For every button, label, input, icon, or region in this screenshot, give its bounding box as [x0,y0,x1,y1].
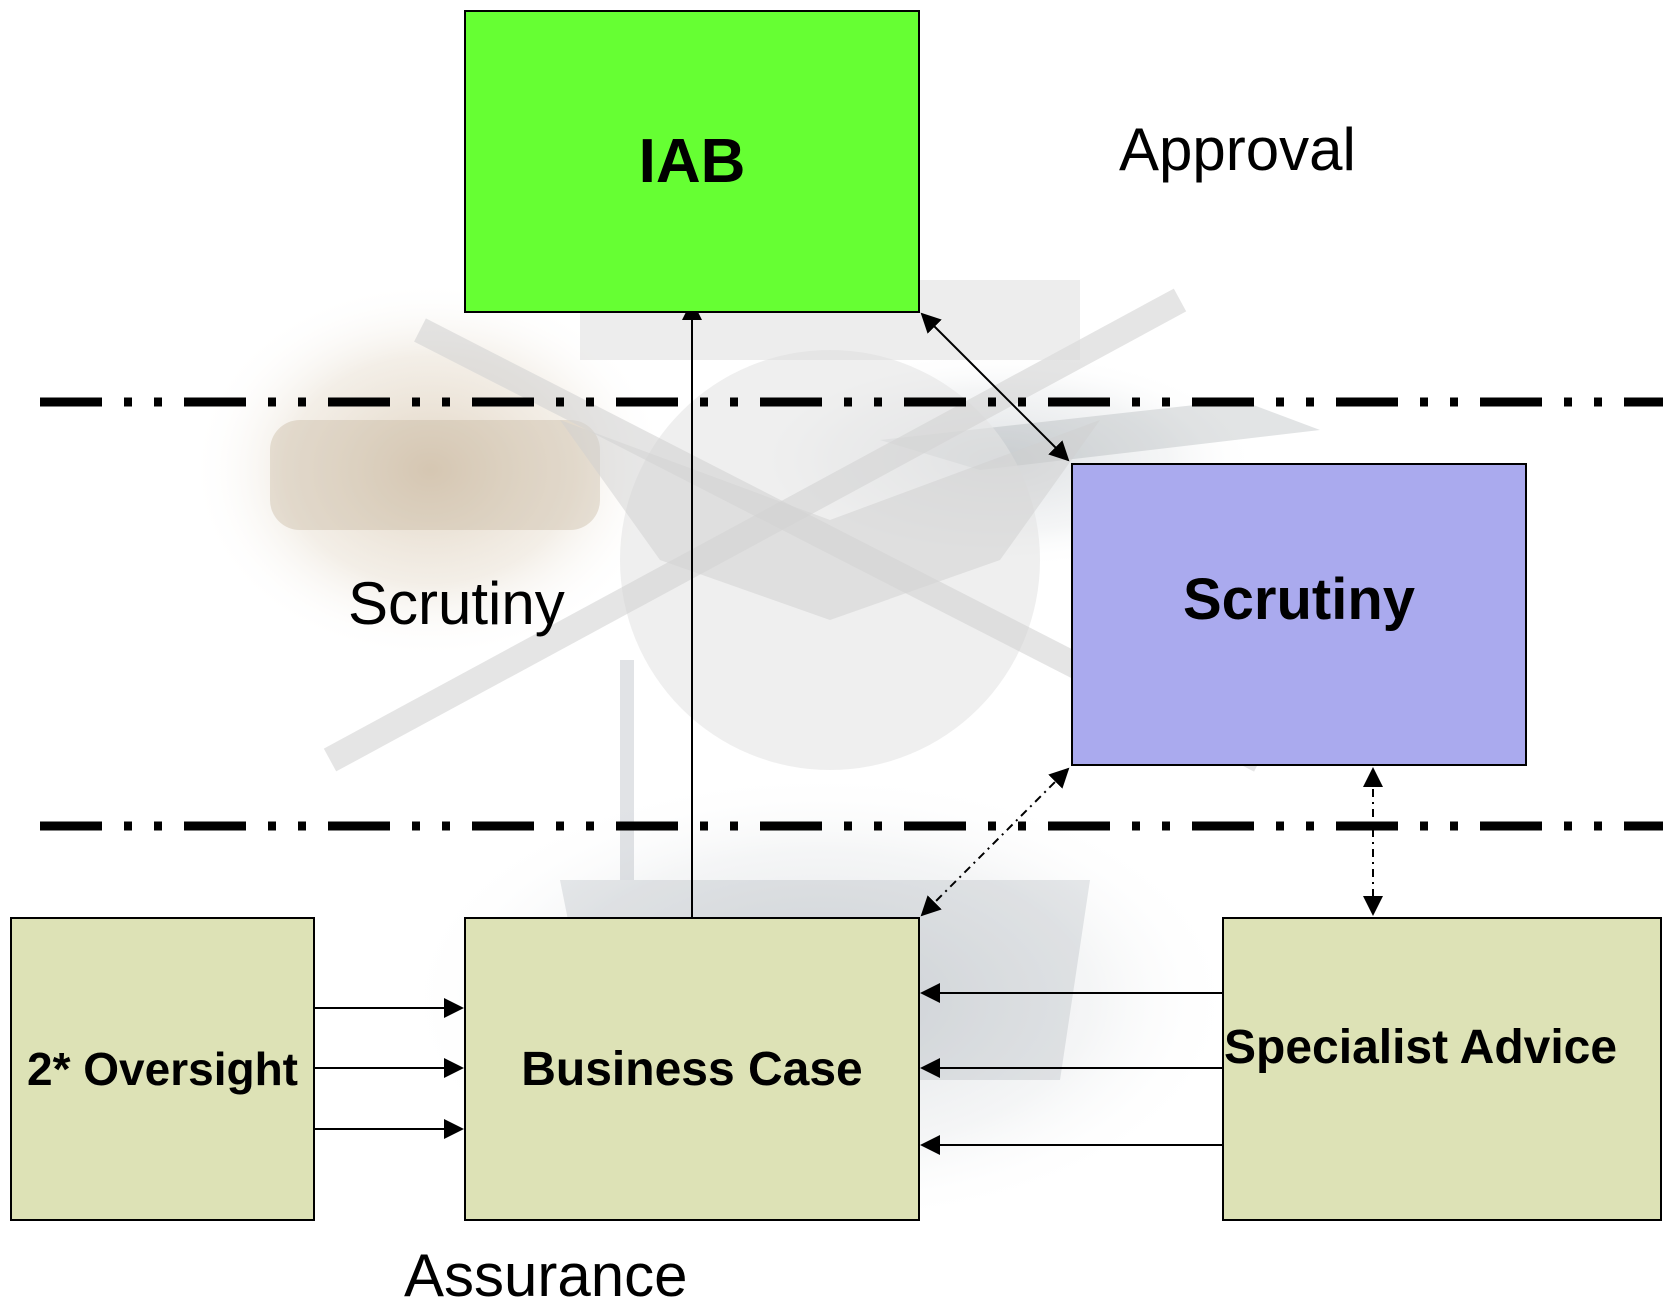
arrow-iab-scrutiny [920,312,1070,462]
arrow-business-case-scrutiny [920,767,1070,917]
tank-watermark [190,280,670,660]
tier-label-approval: Approval [1119,116,1356,183]
specialist-advice-box: Specialist Advice [1222,917,1662,1221]
business-case-label: Business Case [521,1042,863,1096]
tier-label-scrutiny: Scrutiny [348,570,565,637]
iab-box: IAB [464,10,920,313]
iab-label: IAB [638,127,746,196]
oversight-box: 2* Oversight [10,917,315,1221]
oversight-label: 2* Oversight [27,1043,298,1095]
tier-label-assurance: Assurance [404,1242,688,1302]
specialist-advice-label: Specialist Advice [1224,1020,1618,1074]
business-case-box: Business Case [464,917,920,1221]
scrutiny-box-label: Scrutiny [1182,567,1416,632]
scrutiny-box: Scrutiny [1071,463,1527,766]
